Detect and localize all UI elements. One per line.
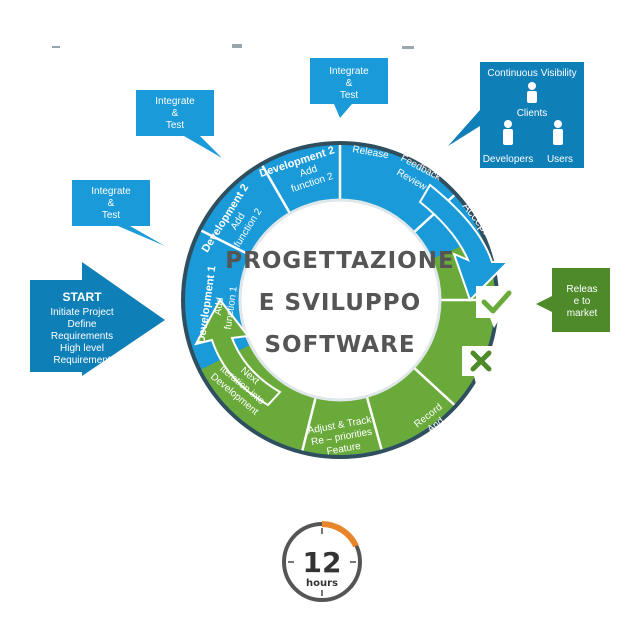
dev2b-sub-1: Add [298, 164, 318, 180]
user-person-icon [553, 120, 563, 145]
visibility-title: Continuous Visibility [487, 68, 576, 79]
client-person-icon [527, 82, 537, 103]
start-line-3: Requirements [51, 331, 113, 342]
continuous-visibility-callout: Continuous Visibility Clients Developers… [448, 62, 584, 168]
start-line-5: Requirement [53, 355, 110, 366]
start-line-2: Define [68, 319, 97, 330]
center-circle [238, 198, 442, 402]
integrate-test-callout-2: Integrate & Test [136, 90, 222, 158]
integrate-test-callout-3: Integrate & Test [310, 58, 388, 118]
integrate3-line-3: Test [340, 90, 359, 101]
center-title-line3: SOFTWARE [264, 332, 415, 358]
integrate-test-callout-1: Integrate & Test [72, 180, 165, 246]
center-title-line1: PROGETTAZIONE [225, 248, 454, 274]
developer-person-icon [503, 120, 513, 145]
release-market-line-1: Releas [566, 284, 597, 295]
clock-number: 12 [303, 546, 342, 579]
cross-icon [462, 346, 500, 392]
header-fragments [52, 44, 414, 49]
start-arrow: START Initiate Project Define Requiremen… [30, 262, 165, 376]
start-line-4: High level [60, 343, 104, 354]
integrate2-line-3: Test [166, 120, 185, 131]
integrate2-line-1: Integrate [155, 96, 195, 107]
integrate1-line-3: Test [102, 210, 121, 221]
start-line-1: Initiate Project [50, 307, 114, 318]
clock-unit: hours [306, 578, 338, 589]
integrate1-line-1: Integrate [91, 186, 131, 197]
integrate3-line-1: Integrate [329, 66, 369, 77]
center-title: PROGETTAZIONE E SVILUPPO SOFTWARE [225, 248, 454, 358]
visibility-developers: Developers [483, 154, 534, 165]
integrate3-line-2: & [346, 78, 353, 89]
visibility-users: Users [547, 154, 573, 165]
center-title-line2: E SVILUPPO [259, 290, 421, 316]
clock-badge: 12 hours [282, 521, 362, 602]
integrate1-line-2: & [108, 198, 115, 209]
integrate2-line-2: & [172, 108, 179, 119]
check-icon [476, 286, 516, 328]
visibility-clients: Clients [517, 108, 548, 119]
start-title: START [62, 290, 102, 304]
release-market-line-2: e to [574, 296, 591, 307]
dev1-sub-1: Add [213, 297, 226, 316]
release-to-market-callout: Releas e to market [536, 268, 610, 332]
release-market-line-3: market [567, 308, 598, 319]
accept-arrow [418, 183, 511, 302]
next-iteration-arrow [194, 298, 282, 407]
clock-progress-arc [321, 521, 359, 548]
